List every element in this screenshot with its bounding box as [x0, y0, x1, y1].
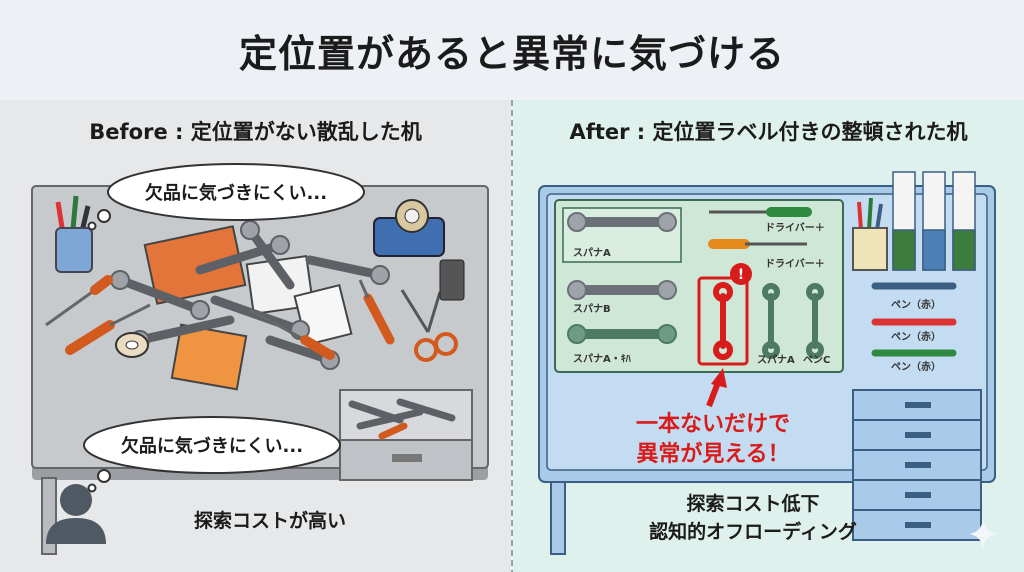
- orange-paper: [170, 323, 248, 391]
- label-driver-1: ドライバー＋: [765, 222, 825, 234]
- label-driver-2: ドライバー＋: [765, 258, 825, 270]
- desk-leg-left: [550, 481, 566, 555]
- pen-cup-icon: [852, 197, 888, 271]
- thought-bubble-top: 欠品に気づきにくい...: [87, 163, 365, 231]
- after-caption-line-1: 探索コスト低下: [686, 493, 820, 515]
- page-title: 定位置があると異常に気づける: [238, 31, 785, 76]
- label-spanner-a-small: スパナA: [757, 354, 795, 366]
- bubble-text-bottom: 欠品に気づきにくい...: [121, 435, 303, 457]
- screwdriver-icon: [708, 207, 812, 249]
- bubble-text-top: 欠品に気づきにくい...: [145, 182, 327, 204]
- after-panel: After : 定位置ラベル付きの整頓された机: [513, 100, 1024, 572]
- warning-line-2: 異常が見える！: [636, 442, 790, 467]
- alert-badge: [730, 263, 752, 285]
- wrench-icon: [576, 217, 668, 295]
- drawer-wrenches: [348, 398, 456, 440]
- person-icon: [46, 484, 106, 544]
- warning-arrow: [706, 368, 727, 408]
- title-bar: 定位置があると異常に気づける: [0, 0, 1024, 100]
- missing-wrench-outline: [713, 282, 733, 360]
- wrench-outline: [762, 283, 824, 359]
- label-pen-1: ペン（赤）: [891, 298, 941, 311]
- alert-mark: !: [738, 267, 744, 283]
- pen-cup-icon: [55, 195, 93, 273]
- thought-bubble-bottom: 欠品に気づきにくい...: [83, 416, 341, 493]
- panel-divider: [511, 100, 513, 572]
- organized-desk-illustration: スパナA スパナB スパナA・ｷﾊ ドライバー＋ ドライバー＋ !: [538, 171, 997, 555]
- before-caption: 探索コストが高い: [140, 507, 400, 535]
- before-caption-text: 探索コストが高い: [193, 510, 346, 532]
- scissors-icon: [400, 289, 458, 362]
- label-pen-3: ペン（赤）: [891, 360, 941, 373]
- warning-callout: 一本ないだけで 異常が見える！: [613, 410, 813, 470]
- label-pen-2: ペン（赤）: [891, 330, 941, 343]
- after-caption-line-2: 認知的オフローディング: [649, 521, 857, 543]
- after-caption: 探索コスト低下 認知的オフローディング: [613, 490, 893, 546]
- sparkle-icon: [969, 520, 997, 548]
- binders: [892, 171, 976, 271]
- label-spanner-b: スパナB: [573, 303, 611, 315]
- pens: [871, 282, 957, 357]
- tape-icon: [373, 199, 445, 257]
- warning-line-1: 一本ないだけで: [635, 412, 790, 437]
- label-spanner-a-kh: スパナA・ｷﾊ: [573, 353, 631, 365]
- missing-tool-frame: [697, 276, 749, 366]
- device: [439, 259, 465, 301]
- label-spanner-a: スパナA: [573, 247, 611, 259]
- messy-desk-illustration: 欠品に気づきにくい... 欠品に気づきにくい...: [31, 163, 489, 555]
- wrench-icon: [115, 225, 385, 365]
- label-pen-c: ペンC: [803, 355, 830, 366]
- drawer-handle: [392, 454, 422, 462]
- screwdriver-icon: [45, 275, 395, 360]
- tape-roll: [115, 332, 149, 358]
- before-panel: Before : 定位置がない散乱した机: [0, 100, 511, 572]
- before-heading: Before : 定位置がない散乱した机: [89, 120, 422, 144]
- after-heading: After : 定位置ラベル付きの整頓された机: [569, 120, 968, 144]
